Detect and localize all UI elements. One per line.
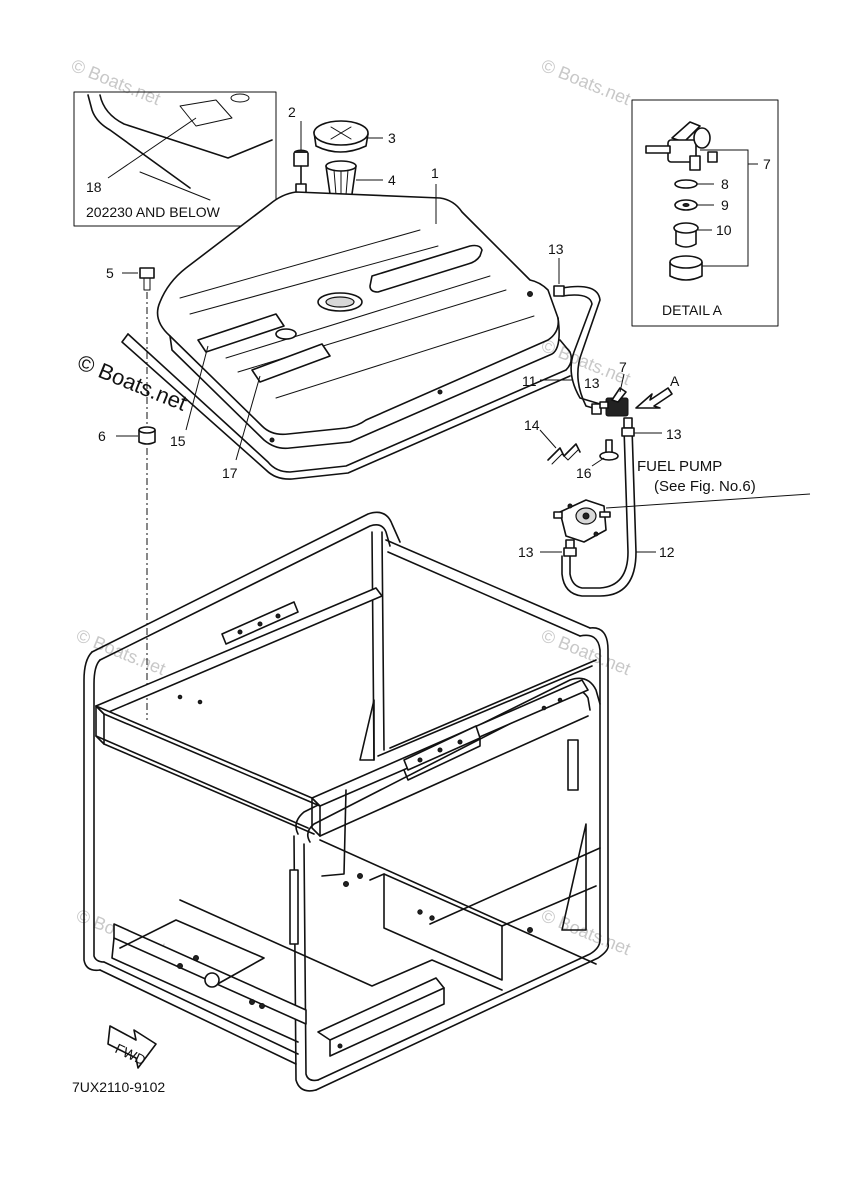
hose-clamp-13-mid: [591, 403, 602, 415]
fuel-cock-detail: [645, 121, 718, 171]
part-label-6: 6: [98, 428, 106, 444]
detail-bracket: [700, 149, 749, 267]
part-label-16: 16: [576, 465, 592, 481]
hose-clamp-13-lower: [621, 427, 635, 437]
part-label-7: 7: [619, 359, 627, 375]
inset-tank-top: [99, 94, 273, 159]
part-label-13: 13: [518, 544, 534, 560]
gasket-8: [674, 179, 698, 189]
part-label-18: 18: [86, 179, 102, 195]
view-arrow-a: [635, 387, 673, 409]
inset-note: 202230 AND BELOW: [86, 204, 221, 220]
part-label-3: 3: [388, 130, 396, 146]
fuel-pump-label: FUEL PUMP: [637, 458, 722, 475]
inset-plate: [179, 99, 233, 127]
part-label-11: 11: [522, 373, 537, 389]
detail-frame: [631, 99, 779, 327]
label-plate-15: [197, 313, 285, 353]
part-label-10: 10: [716, 222, 732, 238]
fwd-direction-badge: FWD: [107, 1025, 157, 1069]
watermark: © Boats.net: [69, 55, 164, 109]
fuel-hose-11: [561, 285, 601, 411]
part-label-13: 13: [584, 375, 600, 391]
screw-16: [599, 439, 619, 461]
part-label-15: 15: [170, 433, 186, 449]
tank-body: [156, 191, 560, 436]
bolt-5: [139, 267, 155, 291]
watermark-main: © Boats.net: [74, 349, 190, 415]
detail-a-box: 7 8 9 10 DETAIL A: [631, 99, 779, 327]
part-label-4: 4: [388, 172, 396, 188]
mount-post: [289, 869, 299, 945]
part-label-13: 13: [666, 426, 682, 442]
part-label-7-detail: 7: [763, 156, 771, 172]
inset-frame: [73, 91, 277, 227]
watermark: © Boats.net: [539, 625, 634, 679]
tank-recess: [369, 244, 483, 293]
fuel-pump-ref: (See Fig. No.6): [654, 478, 756, 495]
hose-clip-14: [547, 443, 581, 465]
fuel-cap-3: [313, 120, 369, 153]
part-label-14: 14: [524, 417, 540, 433]
part-label-2: 2: [288, 104, 296, 120]
leader-fuel-pump: [605, 493, 811, 509]
fuel-strainer-4: [325, 160, 357, 198]
part-label-8: 8: [721, 176, 729, 192]
inset-tank-edge: [87, 94, 191, 189]
fuel-tank-1: [121, 191, 573, 480]
part-label-1: 1: [431, 165, 439, 181]
tank-flange: [127, 333, 573, 473]
detail-title: DETAIL A: [662, 302, 723, 318]
leader-15: [185, 345, 209, 431]
damper-6: [138, 426, 156, 445]
leader-18: [107, 117, 197, 179]
part-label-13: 13: [548, 241, 564, 257]
watermark: © Boats.net: [539, 55, 634, 109]
label-plate-17: [251, 343, 331, 383]
part-label-17: 17: [222, 465, 238, 481]
callout-a: A: [670, 373, 680, 389]
inset-hole: [230, 93, 250, 103]
inset-box: 18 202230 AND BELOW: [73, 91, 277, 227]
part-label-12: 12: [659, 544, 675, 560]
gauge-hole: [275, 328, 297, 340]
fuel-cock-7: [599, 387, 633, 429]
inset-ribs: [139, 171, 211, 201]
hose-clamp-13-top: [553, 285, 565, 297]
leader-17: [235, 375, 261, 461]
fuel-pump: [553, 499, 611, 551]
drawing-number: 7UX2110-9102: [72, 1079, 165, 1095]
fuel-hose-12: [561, 427, 637, 597]
part-label-5: 5: [106, 265, 114, 281]
part-label-9: 9: [721, 197, 729, 213]
frame: [83, 511, 610, 1092]
hose-clamp-13-pump: [563, 547, 577, 557]
